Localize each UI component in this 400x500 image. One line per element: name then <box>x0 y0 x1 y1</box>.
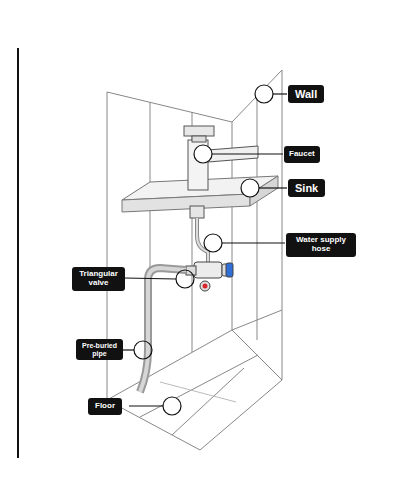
label-box: Sink <box>288 179 325 197</box>
label-box: Floor <box>88 398 122 415</box>
room-outline <box>18 48 282 458</box>
label-text: Faucet <box>289 150 315 159</box>
buried-pipe-drawing <box>140 268 186 392</box>
label-box: Wall <box>288 85 324 103</box>
supply-hose-drawing <box>190 206 208 262</box>
label-text: Floor <box>95 402 115 411</box>
label-text: Wall <box>295 88 317 100</box>
callout-markers <box>123 85 287 415</box>
label-box: Faucet <box>284 146 320 163</box>
label-text: Triangular valve <box>76 270 121 288</box>
label-text: Sink <box>295 182 318 194</box>
label-box: Pre-buried pipe <box>76 339 123 360</box>
label-box: Triangular valve <box>72 267 125 291</box>
label-text: Water supply hose <box>290 236 352 254</box>
label-box: Water supply hose <box>286 233 356 257</box>
label-text: Pre-buried pipe <box>80 342 119 357</box>
